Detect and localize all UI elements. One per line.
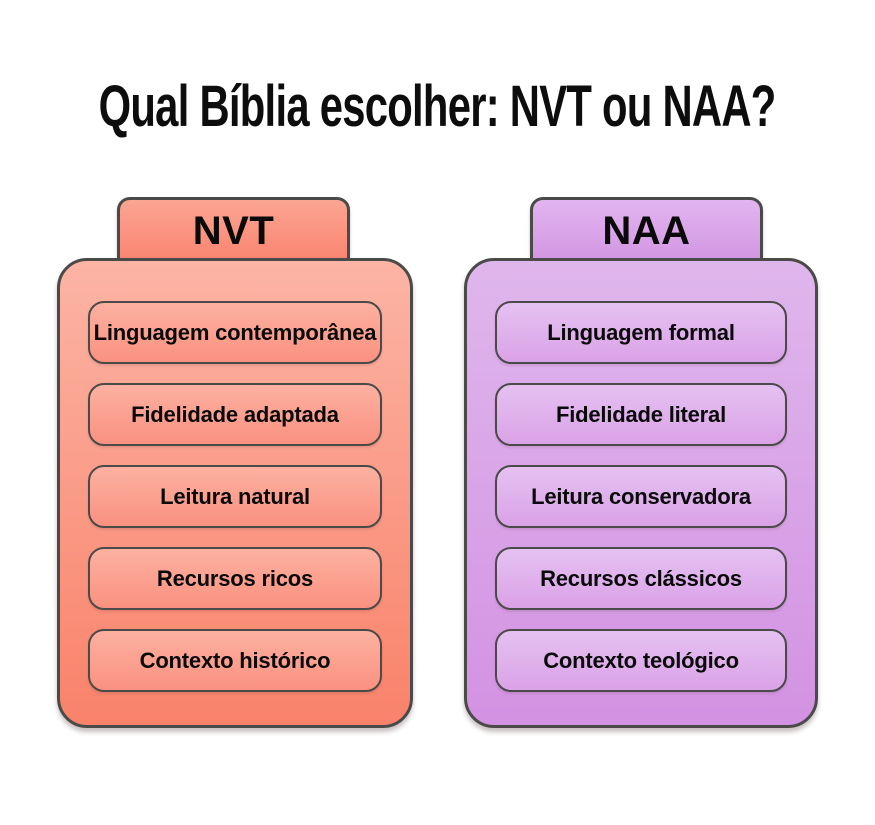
- feature-item: Fidelidade literal: [495, 383, 787, 446]
- feature-item-label: Recursos ricos: [156, 565, 314, 591]
- page-title: Qual Bíblia escolher: NVT ou NAA?: [0, 78, 875, 136]
- feature-item: Contexto histórico: [88, 629, 382, 692]
- column-naa-card: Linguagem formal Fidelidade literal Leit…: [464, 258, 818, 728]
- feature-item: Leitura conservadora: [495, 465, 787, 528]
- column-nvt: NVT Linguagem contemporânea Fidelidade a…: [57, 197, 413, 742]
- column-nvt-label: NVT: [192, 208, 275, 253]
- feature-item-label: Fidelidade literal: [555, 401, 726, 427]
- column-naa-label: NAA: [602, 208, 691, 253]
- page-title-text: Qual Bíblia escolher: NVT ou NAA?: [99, 74, 777, 139]
- feature-item: Recursos clássicos: [495, 547, 787, 610]
- column-nvt-card: Linguagem contemporânea Fidelidade adapt…: [57, 258, 413, 728]
- feature-item-label: Leitura natural: [160, 483, 310, 509]
- feature-item: Linguagem contemporânea: [88, 301, 382, 364]
- feature-item: Fidelidade adaptada: [88, 383, 382, 446]
- feature-item-label: Leitura conservadora: [531, 483, 751, 509]
- column-naa: NAA Linguagem formal Fidelidade literal …: [464, 197, 818, 742]
- feature-item-label: Linguagem contemporânea: [93, 319, 377, 345]
- feature-item: Contexto teológico: [495, 629, 787, 692]
- feature-item: Leitura natural: [88, 465, 382, 528]
- feature-item-label: Contexto histórico: [139, 647, 331, 673]
- feature-item-label: Linguagem formal: [547, 319, 735, 345]
- feature-item-label: Contexto teológico: [543, 647, 739, 673]
- feature-item: Linguagem formal: [495, 301, 787, 364]
- feature-item: Recursos ricos: [88, 547, 382, 610]
- feature-item-label: Recursos clássicos: [540, 565, 742, 591]
- feature-item-label: Fidelidade adaptada: [131, 401, 339, 427]
